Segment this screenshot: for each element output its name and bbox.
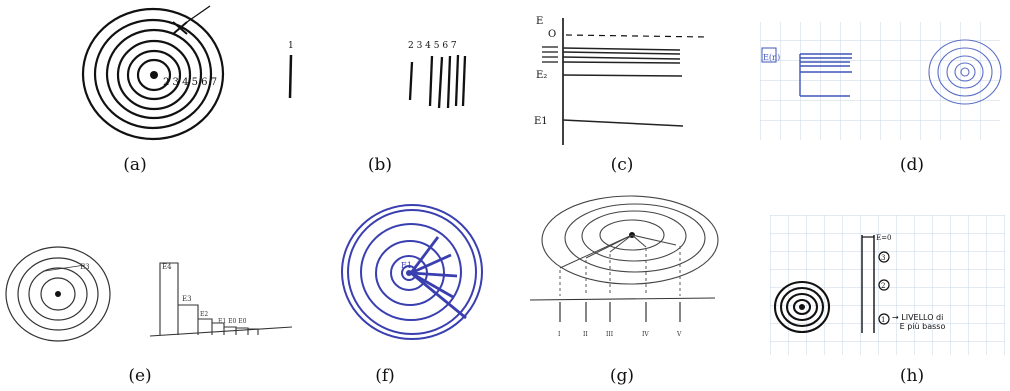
panel-b: 1 2 3 4 5 6 7 [280,0,480,185]
panel-c-drawing: E O E₂ E1 [534,16,709,145]
caption-a: (a) [123,155,147,175]
panel-g-axis-label-2: II [583,331,588,338]
caption-e: (e) [128,366,152,386]
panel-g-axis-label-3: III [606,331,614,338]
panel-h-top-mark: E=0 [876,234,891,242]
panel-g: I II III IV V [520,190,720,391]
panel-c-zero-label: O [548,29,556,40]
panel-a-drawing: 2 3 4 5 6 7 [81,5,225,141]
panel-h-level-label-3: 3 [881,254,885,262]
caption-f: (f) [375,366,395,386]
panel-a: 2 3 4 5 6 7 [75,0,235,185]
panel-h-drawing: E=0 3 2 1 → LIVELLO di E più basso [770,215,1005,355]
caption-d: (d) [899,155,925,175]
panel-d-box-label: E(n) [763,53,780,62]
caption-b: (b) [367,155,393,175]
panel-e: E3 E4 E3 E2 E1 E0 E0 [0,195,300,391]
caption-c: (c) [610,155,634,175]
panel-c: E O E₂ E1 [530,0,710,185]
panel-f-nucleus-label: E1 [401,261,412,270]
panel-a-orbit-label: 2 3 4 5 6 7 [163,77,217,88]
panel-b-right-label: 2 3 4 5 6 7 [408,41,457,51]
panel-b-left-label: 1 [288,41,294,51]
panel-h: E=0 3 2 1 → LIVELLO di E più basso [770,215,1005,391]
panel-e-bar-label-2: E3 [182,295,192,303]
panel-c-top-label: E [536,16,543,27]
panel-e-bar-label-3: E2 [200,311,208,318]
panel-g-axis-label-5: V [676,331,682,338]
panel-h-level-label-1: 1 [881,316,885,324]
panel-e-bar-label-4: E1 E0 E0 [218,318,247,325]
panel-g-axis-label-4: IV [642,331,649,338]
panel-h-note: → LIVELLO di E più basso [892,313,946,331]
panel-d-drawing: E(n) [760,22,1002,140]
panel-e-drawing: E3 E4 E3 E2 E1 E0 E0 [5,246,293,342]
caption-g: (g) [609,366,635,386]
panel-g-axis-label-1: I [558,331,561,338]
panel-e-orbit-label: E3 [80,263,90,271]
panel-g-drawing: I II III IV V [529,195,719,338]
panel-c-e2-label: E₂ [536,70,547,81]
panel-c-e1-label: E1 [534,116,548,127]
panel-d: E(n) [760,0,1002,185]
panel-h-level-label-2: 2 [881,282,885,290]
panel-f: E1 [335,190,490,391]
panel-f-drawing: E1 [341,204,483,340]
panel-b-drawing: 1 2 3 4 5 6 7 [288,41,467,109]
caption-h: (h) [899,366,925,386]
panel-e-bar-label-1: E4 [162,263,172,271]
